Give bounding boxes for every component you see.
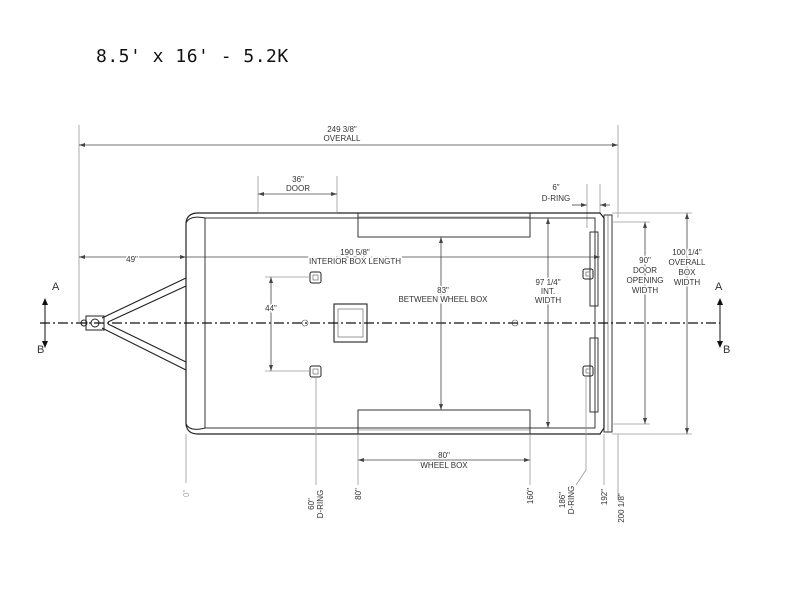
tongue-length-dimension: 49" <box>79 254 186 266</box>
overall-box-width-value: 100 1/4" <box>672 248 702 257</box>
section-line-ab <box>40 298 723 348</box>
interior-length-value: 190 5/8" <box>340 248 370 257</box>
wheel-box-dimension: 80" WHEEL BOX <box>357 434 531 485</box>
ordinate-200: 200 1/8" <box>617 493 626 523</box>
section-marker-a-left: A <box>52 281 60 293</box>
door-width-value: 36" <box>292 175 304 184</box>
wheel-box-value: 80" <box>438 451 450 460</box>
ordinate-80: 80" <box>354 488 363 500</box>
between-wheel-box-label: BETWEEN WHEEL BOX <box>398 295 488 304</box>
d-ring-rear-bottom <box>582 365 594 377</box>
door-opening-label-3: WIDTH <box>632 286 658 295</box>
hitch-tongue <box>80 277 187 371</box>
door-dimension: 36" DOOR <box>257 175 338 212</box>
ordinate-160: 160" <box>526 488 535 504</box>
interior-length-dimension: 190 5/8" INTERIOR BOX LENGTH <box>186 247 600 268</box>
door-opening-value: 90" <box>639 256 651 265</box>
tongue-length-value: 49" <box>126 255 138 264</box>
dring-spacing-value: 44" <box>265 304 277 313</box>
top-dring-value: 6" <box>552 183 559 192</box>
top-dring-label: D-RING <box>542 194 570 203</box>
dring-spacing-dimension: 44" <box>264 276 310 372</box>
top-dring-dimension: 6" D-RING <box>542 183 610 228</box>
overall-box-width-label-3: WIDTH <box>674 278 700 287</box>
overall-box-width-dimension: 100 1/4" OVERALL BOX WIDTH <box>612 212 708 435</box>
interior-width-label-2: WIDTH <box>535 296 561 305</box>
d-ring-rear-top <box>582 268 594 280</box>
overall-length-value: 249 3/8" <box>327 125 357 134</box>
section-marker-b-left: B <box>37 344 44 356</box>
between-wheel-box-dimension: 83" BETWEEN WHEEL BOX <box>397 237 490 410</box>
ordinate-dring-60-value: 60" <box>307 498 316 510</box>
ordinate-dring-60-label: D-RING <box>316 490 325 518</box>
ordinate-extension-lines <box>185 376 619 500</box>
interior-width-value: 97 1/4" <box>535 278 560 287</box>
interior-length-label: INTERIOR BOX LENGTH <box>309 257 401 266</box>
d-ring-front-top <box>309 271 322 284</box>
door-opening-label-1: DOOR <box>633 266 657 275</box>
between-wheel-box-value: 83" <box>437 286 449 295</box>
door-opening-width-dimension: 90" DOOR OPENING WIDTH <box>612 221 665 425</box>
overall-box-width-label-2: BOX <box>679 268 697 277</box>
ordinate-dring-186-label: D-RING <box>567 486 576 514</box>
door-width-label: DOOR <box>286 184 310 193</box>
ordinate-zero: 0" <box>182 490 191 497</box>
wheel-box-label: WHEEL BOX <box>420 461 468 470</box>
door-opening-label-2: OPENING <box>627 276 664 285</box>
ordinate-dring-186-value: 186" <box>558 492 567 508</box>
overall-length-label: OVERALL <box>324 134 361 143</box>
ordinate-192: 192" <box>600 489 609 505</box>
section-marker-a-right: A <box>715 281 723 293</box>
d-ring-front-bottom <box>309 365 322 378</box>
interior-width-label-1: INT. <box>541 287 555 296</box>
overall-box-width-label-1: OVERALL <box>669 258 706 267</box>
diagram-title: 8.5' x 16' - 5.2K <box>96 46 289 67</box>
interior-width-dimension: 97 1/4" INT. WIDTH <box>533 218 563 428</box>
overall-length-dimension: 249 3/8" OVERALL <box>78 125 619 322</box>
section-marker-b-right: B <box>723 344 730 356</box>
